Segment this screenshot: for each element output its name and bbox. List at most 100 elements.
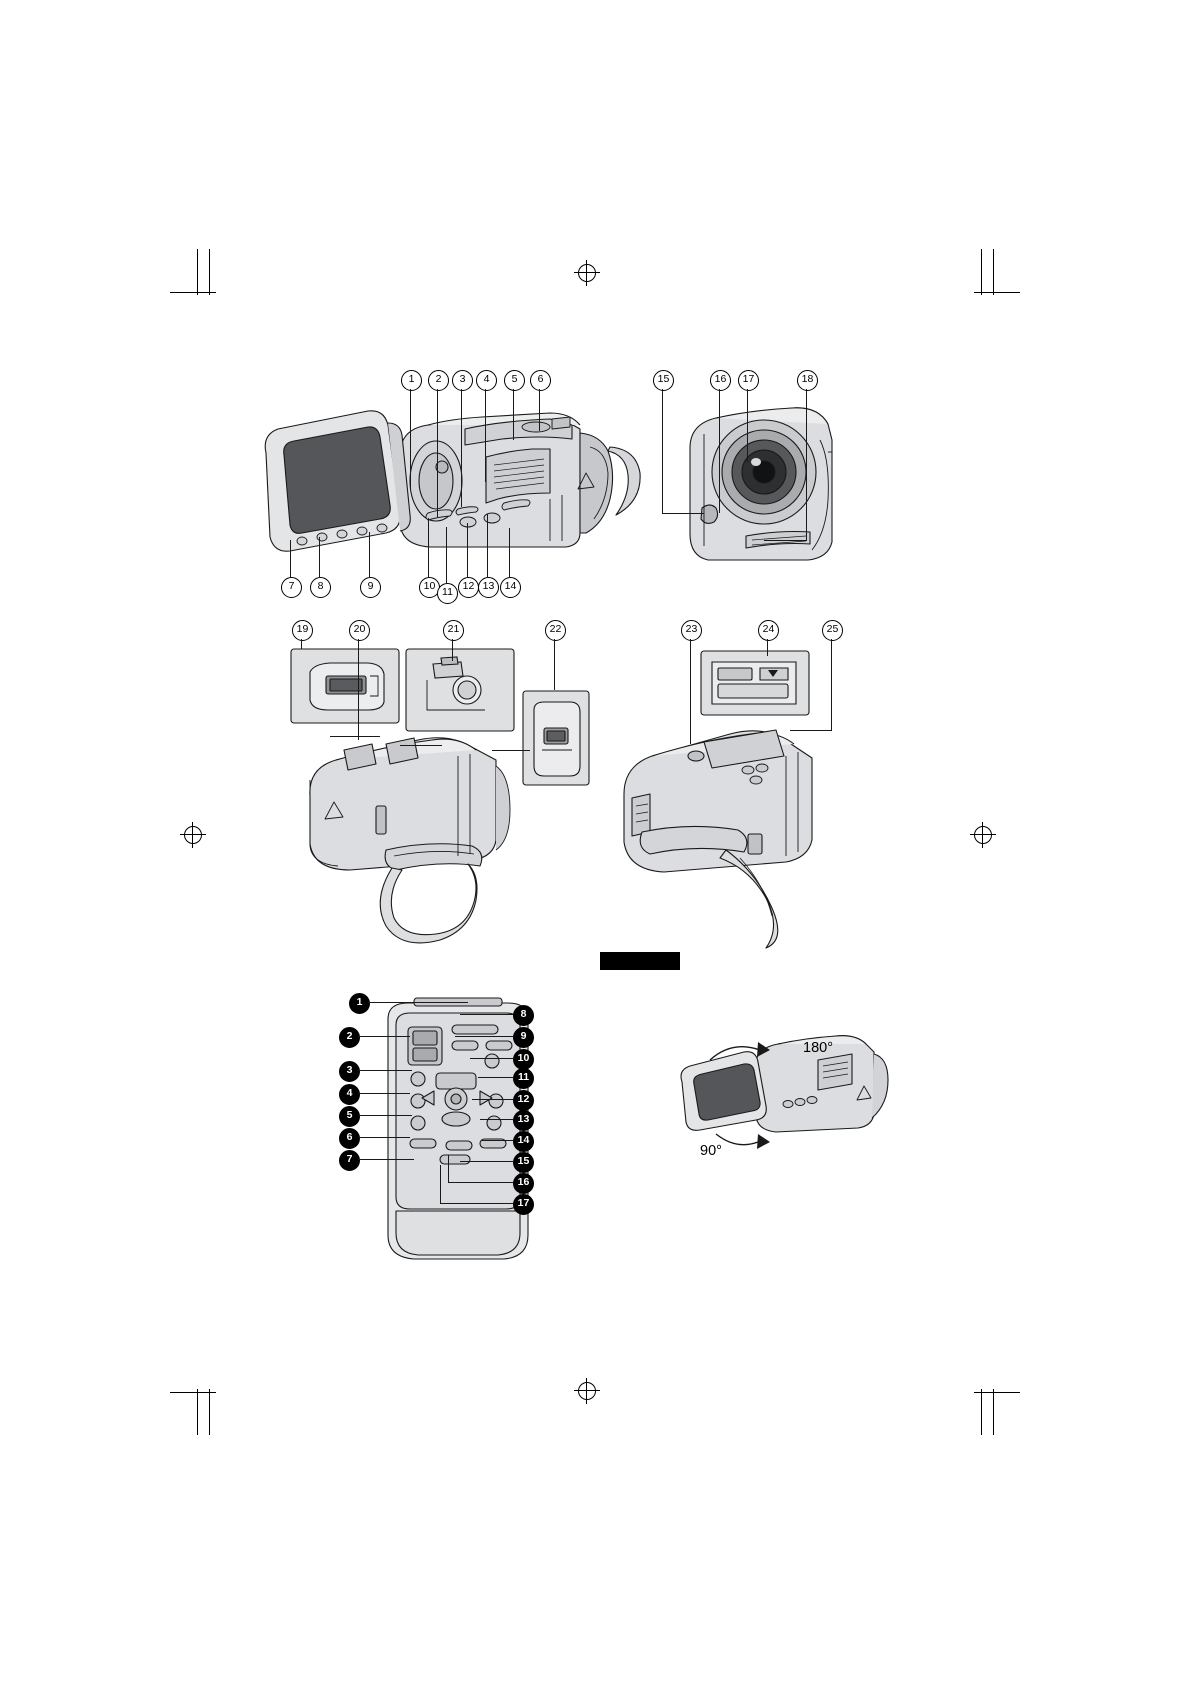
callout-23: 23 (681, 620, 702, 641)
remote-leader-12 (472, 1099, 513, 1100)
figure-remote-control (387, 997, 529, 1260)
crop-mark-bl-v2 (209, 1389, 211, 1435)
remote-leader-8 (460, 1014, 513, 1015)
remote-leader-17 (440, 1203, 513, 1204)
crop-mark-br-h (974, 1392, 1020, 1394)
callout-8: 8 (310, 577, 331, 598)
remote-callout-4: 4 (339, 1084, 360, 1105)
leader-18b (764, 540, 807, 541)
callout-17: 17 (738, 370, 759, 391)
remote-callout-17: 17 (513, 1194, 534, 1215)
remote-leader-6 (358, 1137, 410, 1138)
leader-8 (319, 537, 320, 577)
remote-callout-1: 1 (349, 993, 370, 1014)
callout-11: 11 (437, 583, 458, 604)
remote-leader-7 (358, 1159, 414, 1160)
figure-inset-battery-slot (700, 650, 810, 716)
crop-mark-tr-v (981, 249, 983, 295)
figure-inset-terminal-21 (405, 648, 515, 732)
leader-21-to-body (400, 745, 442, 746)
leader-20 (358, 639, 359, 740)
leader-21 (452, 639, 453, 661)
callout-24: 24 (758, 620, 779, 641)
leader-5 (513, 389, 514, 440)
figure-inset-terminal-19 (290, 648, 400, 724)
leader-18 (806, 389, 807, 541)
callout-1: 1 (401, 370, 422, 391)
callout-4: 4 (476, 370, 497, 391)
leader-2 (437, 389, 438, 517)
remote-callout-3: 3 (339, 1061, 360, 1082)
callout-21: 21 (443, 620, 464, 641)
remote-leader-10 (470, 1058, 513, 1059)
callout-9: 9 (360, 577, 381, 598)
leader-9 (369, 532, 370, 577)
crop-mark-tl-h (170, 292, 216, 294)
leader-19 (301, 639, 302, 649)
crop-mark-bl-v (197, 1389, 199, 1435)
crop-mark-tr-h (974, 292, 1020, 294)
leader-10 (428, 518, 429, 577)
figure-inset-terminal-22 (522, 690, 590, 786)
callout-5: 5 (504, 370, 525, 391)
leader-17 (747, 389, 748, 462)
registration-mark-bottom (574, 1378, 600, 1404)
leader-3 (461, 389, 462, 507)
crop-mark-tl-v (197, 249, 199, 295)
registration-mark-left (180, 822, 206, 848)
label-rotation-90: 90° (700, 1143, 722, 1159)
remote-leader-14 (482, 1140, 513, 1141)
callout-18: 18 (797, 370, 818, 391)
remote-leader-13 (480, 1119, 513, 1120)
remote-leader-15 (460, 1161, 513, 1162)
callout-3: 3 (452, 370, 473, 391)
leader-7 (290, 540, 291, 577)
remote-callout-6: 6 (339, 1128, 360, 1149)
figure-camcorder-bottom-view (309, 737, 511, 944)
remote-callout-2: 2 (339, 1027, 360, 1048)
callout-14: 14 (500, 577, 521, 598)
crop-mark-br-v2 (993, 1389, 995, 1435)
remote-leader-16 (448, 1182, 513, 1183)
label-rotation-180: 180° (803, 1040, 833, 1056)
crop-mark-br-v (981, 1389, 983, 1435)
crop-mark-tl-v2 (209, 249, 211, 295)
leader-13 (487, 514, 488, 577)
leader-1 (410, 389, 411, 490)
callout-25: 25 (822, 620, 843, 641)
callout-19: 19 (292, 620, 313, 641)
callout-20: 20 (349, 620, 370, 641)
remote-callout-13: 13 (513, 1110, 534, 1131)
black-bar (600, 952, 680, 970)
remote-leader-9 (455, 1036, 513, 1037)
remote-callout-8: 8 (513, 1005, 534, 1026)
crop-mark-bl-h (170, 1392, 216, 1394)
remote-callout-15: 15 (513, 1152, 534, 1173)
callout-12: 12 (458, 577, 479, 598)
remote-callout-5: 5 (339, 1106, 360, 1127)
callout-6: 6 (530, 370, 551, 391)
leader-25b (790, 730, 832, 731)
leader-6 (539, 389, 540, 431)
leader-15 (662, 389, 663, 514)
callout-7: 7 (281, 577, 302, 598)
registration-mark-right (970, 822, 996, 848)
leader-16 (719, 389, 720, 513)
callout-16: 16 (710, 370, 731, 391)
crop-mark-tr-v2 (993, 249, 995, 295)
leader-12 (467, 523, 468, 577)
remote-callout-12: 12 (513, 1090, 534, 1111)
remote-leader-3 (358, 1070, 412, 1071)
remote-callout-10: 10 (513, 1049, 534, 1070)
leader-22 (554, 639, 555, 690)
remote-leader-1 (368, 1002, 468, 1003)
leader-25 (831, 639, 832, 731)
remote-callout-16: 16 (513, 1173, 534, 1194)
leader-22-to-body (492, 750, 530, 751)
leader-23 (690, 639, 691, 744)
remote-leader-16v (448, 1155, 449, 1183)
callout-15: 15 (653, 370, 674, 391)
callout-22: 22 (545, 620, 566, 641)
leader-14 (509, 528, 510, 577)
